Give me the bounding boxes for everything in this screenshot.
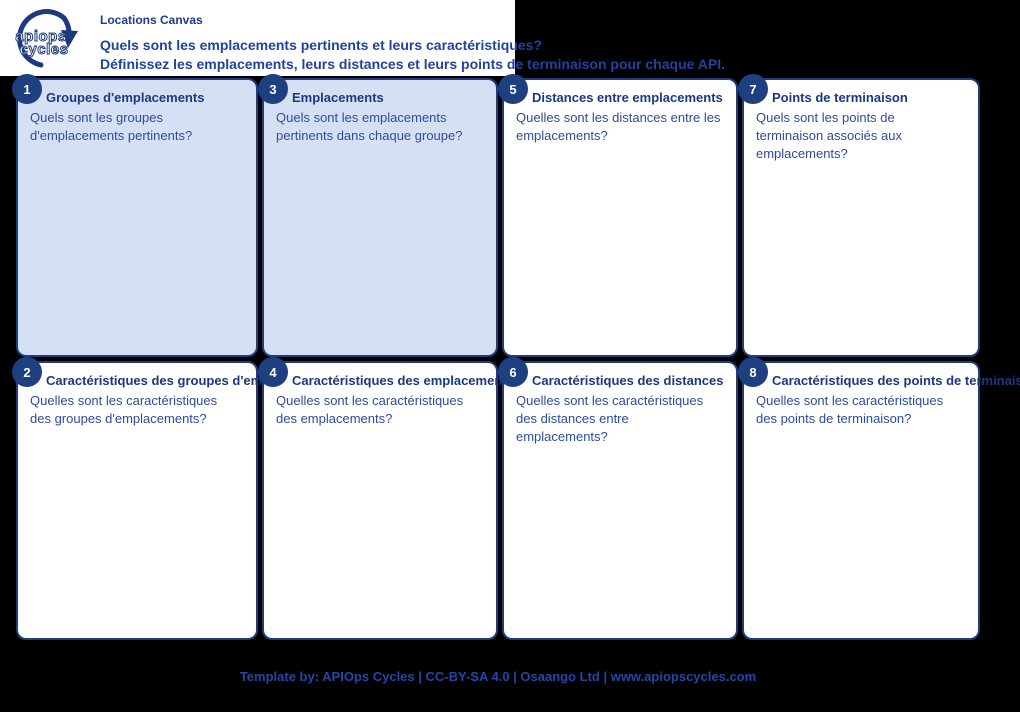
card-question: Quelles sont les caractéristiques des em… — [276, 393, 464, 426]
card-title: Emplacements — [292, 90, 384, 105]
card-question: Quels sont les groupes d'emplacements pe… — [30, 110, 193, 143]
card-title: Caractéristiques des emplacements — [292, 373, 514, 388]
card-number-badge: 1 — [12, 74, 42, 104]
card-question: Quels sont les points de terminaison ass… — [756, 110, 902, 161]
canvas-name: Locations Canvas — [100, 13, 203, 27]
locations-canvas-grid: 1 Groupes d'emplacements Quels sont les … — [12, 74, 1020, 640]
canvas-card-7[interactable]: 7 Points de terminaison Quels sont les p… — [738, 74, 980, 357]
page-subtitle: Définissez les emplacements, leurs dista… — [100, 56, 726, 72]
canvas-card-6[interactable]: 6 Caractéristiques des distances Quelles… — [498, 357, 738, 640]
footer-credit[interactable]: Template by: APIOps Cycles | CC-BY-SA 4.… — [239, 669, 757, 684]
card-question: Quelles sont les caractéristiques des gr… — [30, 393, 218, 426]
card-number-badge: 7 — [738, 74, 768, 104]
card-number-badge: 5 — [498, 74, 528, 104]
card-number-badge: 8 — [738, 357, 768, 387]
canvas-card-1[interactable]: 1 Groupes d'emplacements Quels sont les … — [12, 74, 258, 357]
canvas-card-2[interactable]: 2 Caractéristiques des groupes d'emplace… — [12, 357, 334, 640]
card-title: Points de terminaison — [772, 90, 908, 105]
header-panel — [0, 0, 515, 76]
canvas-card-3[interactable]: 3 Emplacements Quels sont les emplacemen… — [258, 74, 498, 357]
apiops-cycles-logo-icon: apiops cycles — [15, 9, 78, 68]
card-title: Distances entre emplacements — [532, 90, 723, 105]
card-question: Quelles sont les distances entre les emp… — [516, 110, 721, 143]
canvas-card-8[interactable]: 8 Caractéristiques des points de termina… — [738, 357, 1020, 640]
card-number-badge: 3 — [258, 74, 288, 104]
logo-word-apiops: apiops — [15, 28, 66, 45]
card-question: Quelles sont les caractéristiques des di… — [516, 393, 704, 444]
card-number-badge: 4 — [258, 357, 288, 387]
card-question: Quelles sont les caractéristiques des po… — [756, 393, 944, 426]
card-number-badge: 6 — [498, 357, 528, 387]
canvas-card-4[interactable]: 4 Caractéristiques des emplacements Quel… — [258, 357, 514, 640]
card-title: Caractéristiques des points de terminais… — [772, 373, 1020, 388]
card-number-badge: 2 — [12, 357, 42, 387]
logo-word-cycles: cycles — [20, 41, 69, 58]
card-question: Quels sont les emplacements pertinents d… — [276, 110, 463, 143]
header: Locations Canvas Quels sont les emplacem… — [100, 13, 740, 72]
card-title: Groupes d'emplacements — [46, 90, 205, 105]
canvas-card-5[interactable]: 5 Distances entre emplacements Quelles s… — [498, 74, 738, 357]
footer: Template by: APIOps Cycles | CC-BY-SA 4.… — [16, 668, 980, 686]
card-title: Caractéristiques des groupes d'emplaceme… — [46, 373, 334, 388]
card-title: Caractéristiques des distances — [532, 373, 724, 388]
page-title: Quels sont les emplacements pertinents e… — [100, 37, 542, 53]
